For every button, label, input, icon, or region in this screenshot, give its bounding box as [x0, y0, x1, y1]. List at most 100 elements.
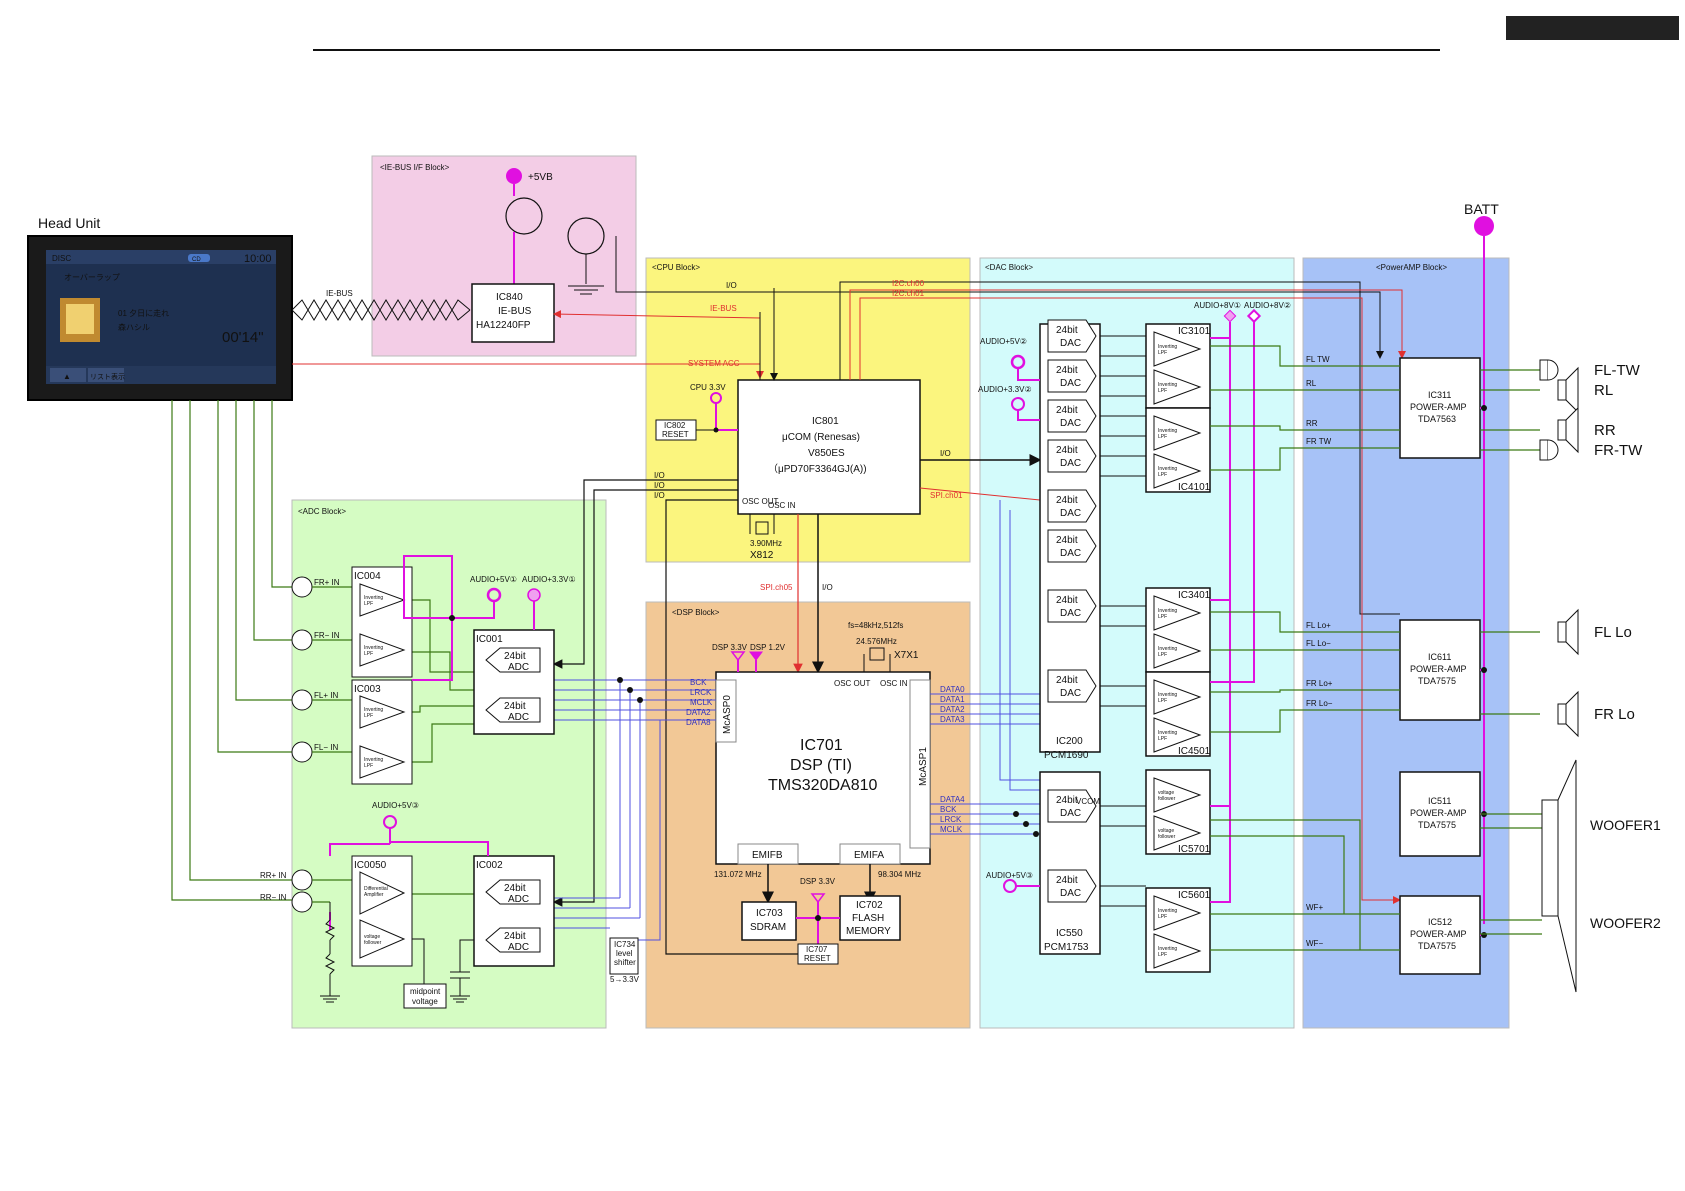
cpu-reset-io-line [665, 499, 820, 955]
audio8v1-terminal [1223, 309, 1237, 323]
ic004-opamp-a-icon [359, 583, 406, 617]
ic003-lpf-a: LPF [364, 713, 373, 719]
i2c-ch00-line [849, 289, 1406, 380]
dsp33-terminal [730, 651, 746, 662]
ic801-line3: （μPD70F3364GJ(A)) [768, 463, 867, 475]
supply-5vb-terminal [506, 168, 522, 184]
ic703-name: IC703 [756, 908, 783, 919]
screen-source: DISC [52, 254, 71, 263]
opamp-label-1: Inverting [1158, 692, 1177, 698]
mem-dsp33-terminal [810, 893, 826, 904]
dac-cell-label-1: 24bit [1056, 405, 1078, 416]
speaker-label: FL-TW [1594, 362, 1641, 379]
dac-cell-label-2: DAC [1060, 458, 1081, 469]
ic0050-follower-icon [359, 919, 406, 959]
speaker-cone-icon [1565, 608, 1579, 656]
dac-cell [1047, 869, 1097, 903]
screen-list-button[interactable] [88, 368, 124, 382]
ic0050-vf2: follower [364, 940, 382, 946]
ic802-name: IC802 [664, 421, 686, 430]
ic002-adc-b-l2: ADC [508, 942, 529, 953]
system-acc-label: SYSTEM ACC [688, 359, 740, 368]
power-amp-model: TDA7575 [1418, 676, 1456, 686]
ic001-adc-b-l1: 24bit [504, 701, 526, 712]
speaker-cone-icon [1565, 366, 1579, 414]
dac-cell-label-1: 24bit [1056, 595, 1078, 606]
ic002-adc-a-l1: 24bit [504, 883, 526, 894]
adc-audio5v3-label: AUDIO+5V③ [372, 801, 419, 810]
audio-signal-label: RL [1306, 379, 1317, 388]
x812-freq: 3.90MHz [750, 539, 782, 548]
iebus-wire-label: IE-BUS [326, 289, 353, 298]
audio-signal-label: WF+ [1306, 903, 1323, 912]
power-amps: IC311POWER-AMPTDA7563IC611POWER-AMPTDA75… [1210, 345, 1487, 975]
supply-5vb-label: +5VB [528, 172, 553, 183]
emifb-freq: 131.072 MHz [714, 870, 762, 879]
ic550-name: IC550 [1056, 928, 1083, 939]
dac-cells: 24bitDAC24bitDAC24bitDAC24bitDAC24bitDAC… [1047, 319, 1146, 907]
ic550-line1: PCM1753 [1044, 942, 1089, 953]
opamp-icon [1153, 895, 1202, 931]
ic002-adc-a [485, 879, 541, 905]
screen-up-button[interactable] [50, 368, 86, 382]
ic001-adc-a-l2: ADC [508, 662, 529, 673]
audio-signal-label: WF− [1306, 939, 1323, 948]
opamp-label-2: LPF [1158, 472, 1167, 478]
opamp-label-1: voltage [1158, 790, 1174, 796]
batt-label: BATT [1464, 201, 1499, 217]
dsp33-label: DSP 3.3V [712, 643, 748, 652]
screen-badge [188, 254, 210, 262]
cpu-adc-io-line-2 [552, 489, 738, 907]
dac-cell [1047, 589, 1097, 623]
opamp-label-1: Inverting [1158, 344, 1177, 350]
ic0050-diff1: Differential [364, 886, 388, 892]
mcasp1-bus [930, 500, 1046, 835]
ic703-line1: SDRAM [750, 922, 786, 933]
dac-cell-label-2: DAC [1060, 888, 1081, 899]
mcasp1-port [909, 679, 931, 849]
fr-plus-label: FR+ IN [314, 578, 340, 587]
lpf-chip [1145, 671, 1211, 757]
ic840-line1: IE-BUS [498, 306, 532, 317]
cpu-adc-io-line-1 [552, 479, 738, 669]
screen-time: 10:00 [244, 253, 272, 265]
dac-cell-label-1: 24bit [1056, 675, 1078, 686]
ic002-name: IC002 [476, 860, 503, 871]
ic703-chip [741, 901, 797, 941]
lpf-chip-name: IC5601 [1178, 890, 1211, 901]
i2c-ch01-line [859, 297, 1401, 904]
bus-junction [637, 697, 643, 703]
ic734-line1: level [616, 949, 633, 958]
audio8v2-label: AUDIO+8V② [1244, 301, 1291, 310]
opamp-icon [1153, 331, 1202, 367]
ic802-line1: RESET [662, 430, 689, 439]
audio-signal-label: FR TW [1306, 437, 1332, 446]
opamp-label-2: LPF [1158, 652, 1167, 658]
head-unit-label: Head Unit [38, 215, 100, 231]
dac-cell-label-1: 24bit [1056, 875, 1078, 886]
iebus-signal-line [553, 310, 761, 319]
opamp-label-2: LPF [1158, 350, 1167, 356]
ic0050-diffamp-icon [359, 871, 406, 915]
junction-dot [1481, 667, 1487, 673]
spi-ch01-line [919, 487, 1041, 501]
album-art-highlight [66, 304, 94, 334]
screen-list-button-label: リスト表示 [90, 372, 125, 381]
dac-cell [1047, 359, 1097, 393]
opamp-icon [1153, 633, 1202, 669]
bus-junction [627, 687, 633, 693]
opamp-label-2: follower [1158, 796, 1176, 802]
dac-cell-label-1: 24bit [1056, 445, 1078, 456]
bus-junction [617, 677, 623, 683]
dac-cell [1047, 439, 1097, 473]
emifb-label: EMIFB [752, 850, 783, 861]
dac-cell [1047, 669, 1097, 703]
i2c-black-line [839, 281, 1400, 615]
ic004-inv-b: Inverting [364, 645, 383, 651]
dsp-osc-out: OSC OUT [834, 679, 871, 688]
ic001-adc-b [485, 697, 541, 723]
transistor-q1-icon [505, 197, 543, 235]
adc-audio33v1-label: AUDIO+3.3V① [522, 575, 576, 584]
ic004-name: IC004 [354, 571, 381, 582]
ic701-line2: TMS320DA810 [768, 777, 877, 794]
